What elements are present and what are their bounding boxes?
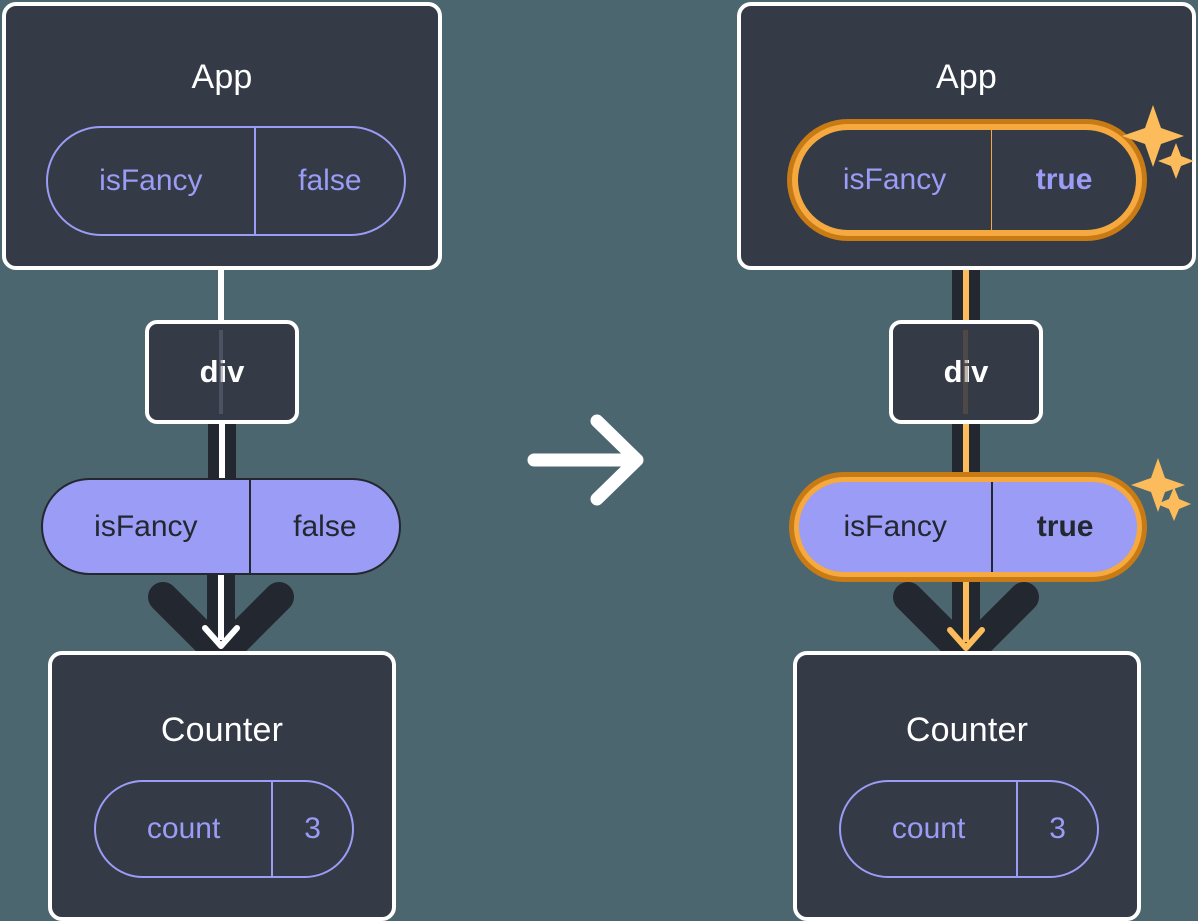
arrow-chevron-dark-left	[148, 582, 294, 670]
counter-state-value-right: 3	[1016, 782, 1097, 876]
app-state-pill-core-right: isFancy true	[797, 129, 1137, 231]
connector-app-to-div-left	[218, 266, 224, 322]
prop-pill-value-left: false	[248, 480, 399, 573]
arrow-head-inner-left	[202, 625, 240, 649]
arrow-chevron-dark-right	[893, 582, 1039, 670]
prop-pill-value-right: true	[991, 482, 1137, 572]
sparkle-small-icon	[1157, 487, 1191, 521]
app-state-pill-ring-inner-right: isFancy true	[792, 124, 1142, 236]
div-node-left[interactable]: div	[145, 320, 299, 424]
prop-pill-key-left: isFancy	[94, 509, 198, 543]
app-state-key-right: isFancy	[842, 163, 947, 196]
prop-pill-left[interactable]: isFancy false	[41, 478, 401, 575]
counter-state-key-left: count	[146, 812, 221, 845]
app-state-pill-right[interactable]: isFancy true	[787, 119, 1147, 241]
prop-pill-key-right: isFancy	[843, 510, 947, 543]
app-state-key-left: isFancy	[99, 164, 203, 197]
prop-pill-right[interactable]: isFancy true	[789, 472, 1147, 582]
div-node-label: div	[199, 354, 245, 389]
counter-state-value-left: 3	[271, 782, 352, 876]
div-node-label: div	[943, 354, 989, 389]
arrow-shaft-dark-left	[207, 560, 235, 665]
app-box-left[interactable]: App isFancy false	[2, 2, 442, 270]
counter-state-key-right: count	[891, 812, 966, 845]
div-passthrough-line-right	[963, 330, 968, 414]
counter-state-pill-left[interactable]: count 3	[94, 780, 354, 878]
div-passthrough-line-left	[219, 330, 223, 414]
counter-state-pill-right[interactable]: count 3	[839, 780, 1099, 878]
arrow-head-inner-right	[947, 627, 985, 651]
div-node-right[interactable]: div	[889, 320, 1043, 424]
arrow-right-icon	[527, 414, 644, 506]
prop-pill-core-right: isFancy true	[799, 482, 1137, 572]
app-state-value-left: false	[253, 128, 404, 234]
app-title-left: App	[191, 58, 253, 96]
counter-title-right: Counter	[905, 711, 1029, 749]
app-title-right: App	[935, 58, 998, 96]
prop-pill-ring-inner-right: isFancy true	[794, 477, 1142, 577]
counter-box-left[interactable]: Counter count 3	[48, 651, 396, 921]
app-state-value-right: true	[991, 130, 1136, 230]
app-state-pill-left[interactable]: isFancy false	[46, 126, 406, 236]
counter-box-right[interactable]: Counter count 3	[793, 651, 1141, 921]
connector-div-to-prop-left	[208, 420, 236, 485]
counter-title-left: Counter	[160, 711, 284, 749]
